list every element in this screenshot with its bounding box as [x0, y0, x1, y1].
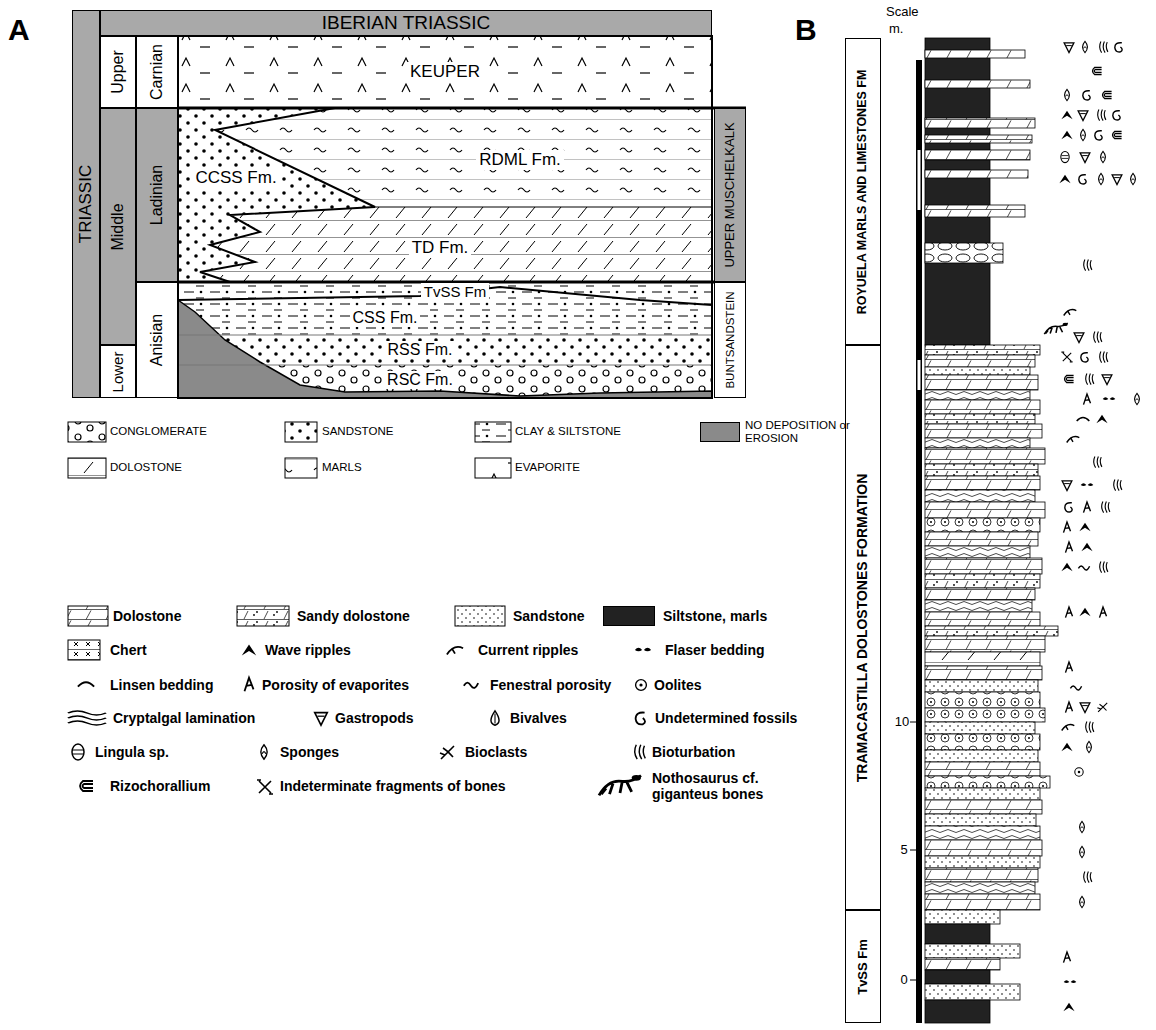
formation-label: CCSS Fm.: [192, 168, 279, 188]
legend-text: SANDSTONE: [322, 425, 393, 438]
scale-label: 10: [895, 715, 909, 730]
formation-label: CSS Fm.: [350, 309, 421, 327]
legend-text: Current ripples: [478, 642, 578, 658]
formation-box: TvSS Fm: [845, 910, 881, 1023]
legend-text: Undetermined fossils: [655, 710, 797, 726]
legend-b-samples: [68, 606, 651, 795]
node-text: TRIASSIC: [77, 165, 96, 243]
legend-text: Nothosaurus cf. giganteus bones: [652, 770, 802, 802]
scale-bar: [910, 60, 922, 1023]
node-text: UPPER MUSCHELKALK: [723, 122, 737, 267]
stage-cell: Carnian: [136, 36, 178, 108]
panel-letter: B: [795, 13, 817, 48]
node-text: Ladinian: [148, 165, 166, 226]
formation-box: TRAMACASTILLA DOLOSTONES FORMATION: [845, 345, 881, 910]
scale-label: Scale: [886, 5, 919, 20]
legend-text: Sponges: [280, 744, 339, 760]
legend-text: MARLS: [322, 461, 362, 474]
title-band: IBERIAN TRIASSIC: [100, 10, 712, 36]
legend-text: EVAPORITE: [515, 461, 580, 474]
legend-text: Sandstone: [513, 608, 585, 624]
legend-swatch: [700, 422, 740, 442]
epoch-cell: Upper: [100, 36, 136, 108]
legend-text: Flaser bedding: [665, 642, 765, 658]
scale-label: 0: [900, 973, 907, 988]
legend-text: Sandy dolostone: [297, 608, 410, 624]
epoch-cell: Middle: [100, 108, 136, 345]
group-cell: BUNTSANDSTEIN: [714, 282, 746, 398]
legend-swatch: [603, 606, 655, 626]
node-text: Lower: [110, 351, 127, 392]
legend-text: Chert: [110, 642, 147, 658]
node-text: Middle: [109, 203, 127, 250]
group-cell: UPPER MUSCHELKALK: [714, 108, 746, 282]
node-text: TRAMACASTILLA DOLOSTONES FORMATION: [855, 473, 870, 782]
stage-cell: Anisian: [136, 282, 178, 398]
legend-text: Lingula sp.: [95, 744, 169, 760]
legend-text: CONGLOMERATE: [110, 425, 207, 438]
fossil-symbols: [1044, 41, 1139, 1011]
legend-text: Indeterminate fragments of bones: [280, 778, 506, 794]
node-text: IBERIAN TRIASSIC: [322, 13, 491, 34]
formation-label: KEUPER: [407, 62, 483, 82]
legend-text: Oolites: [654, 677, 701, 693]
legend-text: DOLOSTONE: [110, 461, 182, 474]
formation-label: RSC Fm.: [384, 371, 456, 389]
legend-text: Fenestral porosity: [490, 677, 611, 693]
node-text: BUNTSANDSTEIN: [724, 291, 737, 388]
legend-text: Cryptalgal lamination: [113, 710, 255, 726]
formation-label: TD Fm.: [409, 238, 472, 258]
legend-text: Porosity of evaporites: [262, 677, 409, 693]
period-column: TRIASSIC: [72, 10, 100, 398]
epoch-cell: Lower: [100, 345, 136, 398]
formation-label: RDML Fm.: [476, 150, 564, 170]
legend-text: Linsen bedding: [110, 677, 213, 693]
formation-box: ROYUELA MARLS AND LIMESTONES FM: [845, 38, 881, 345]
formation-label: TvSS Fm: [421, 283, 490, 300]
legend-text: CLAY & SILTSTONE: [515, 425, 621, 438]
formation-label: RSS Fm.: [385, 341, 456, 359]
node-text: Anisian: [148, 314, 166, 366]
legend-text: Rizochorallium: [110, 778, 210, 794]
legend-text: NO DEPOSITION or EROSION: [745, 419, 855, 445]
legend-text: Gastropods: [335, 710, 414, 726]
legend-text: Siltstone, marls: [663, 608, 767, 624]
node-text: TvSS Fm: [856, 939, 870, 995]
chart-a-lines: [100, 36, 746, 398]
legend-text: Bioturbation: [652, 744, 735, 760]
legend-a-samples: [68, 422, 511, 478]
stage-cell: Ladinian: [136, 108, 178, 282]
legend-text: Dolostone: [113, 608, 181, 624]
lithology-column: [925, 38, 1058, 1023]
node-text: Upper: [109, 50, 127, 94]
panel-letter: A: [8, 13, 30, 48]
chart-a-fill: [178, 36, 712, 398]
scale-label: 5: [900, 843, 907, 858]
scale-label: m.: [889, 22, 903, 37]
legend-text: Bivalves: [510, 710, 567, 726]
node-text: Carnian: [148, 44, 166, 100]
legend-text: Wave ripples: [265, 642, 351, 658]
node-text: ROYUELA MARLS AND LIMESTONES FM: [856, 69, 870, 314]
legend-text: Bioclasts: [465, 744, 527, 760]
